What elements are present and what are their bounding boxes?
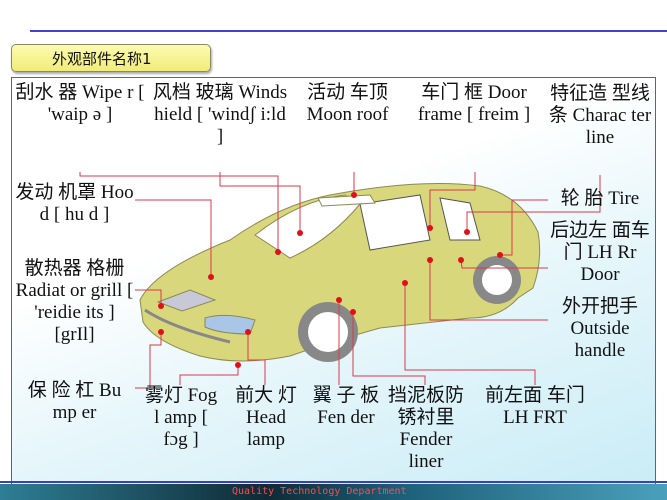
label-fog-lamp: 雾灯 Fog l amp [ fɔg ] xyxy=(144,385,218,450)
footer-rule xyxy=(0,481,667,483)
slide-title: 外观部件名称1 xyxy=(11,44,211,72)
leader-lines xyxy=(79,172,601,389)
label-head-lamp: 前大 灯 Head lamp xyxy=(235,385,297,450)
footer-band xyxy=(0,484,667,500)
label-front-door: 前左面 车门 LH FRT xyxy=(485,385,585,428)
label-wiper: 刮水 器 Wipe r [ 'waip ə ] xyxy=(15,82,145,125)
label-character-line: 特征造 型线条 Charac ter line xyxy=(548,83,652,148)
car-body xyxy=(139,182,541,362)
header-rule xyxy=(30,30,667,32)
label-rear-door: 后边左 面车门 LH Rr Door xyxy=(550,220,650,285)
label-fender: 翼 子 板 Fen der xyxy=(312,385,380,428)
footer-department: Quality Technology Department xyxy=(232,486,407,497)
label-radiator-grill: 散热器 格栅 Radiat or grill [ 'reidie its ] [… xyxy=(15,258,134,345)
label-windshield: 风档 玻璃 Winds hield [ 'windʃ i:ld ] xyxy=(152,82,288,147)
label-hood: 发动 机罩 Hoo d [ hu d ] xyxy=(15,182,134,225)
label-outside-handle: 外开把手 Outside handle xyxy=(561,296,638,361)
label-door-frame: 车门 框 Door frame [ freim ] xyxy=(417,82,531,125)
label-tire: 轮 胎 Tire xyxy=(560,188,640,209)
leader-dots xyxy=(158,192,503,368)
label-bumper: 保 险 杠 Bu mp er xyxy=(27,380,122,423)
label-moonroof: 活动 车顶 Moon roof xyxy=(306,82,389,125)
label-fender-liner: 挡泥板防 锈衬里 Fender liner xyxy=(387,385,464,472)
